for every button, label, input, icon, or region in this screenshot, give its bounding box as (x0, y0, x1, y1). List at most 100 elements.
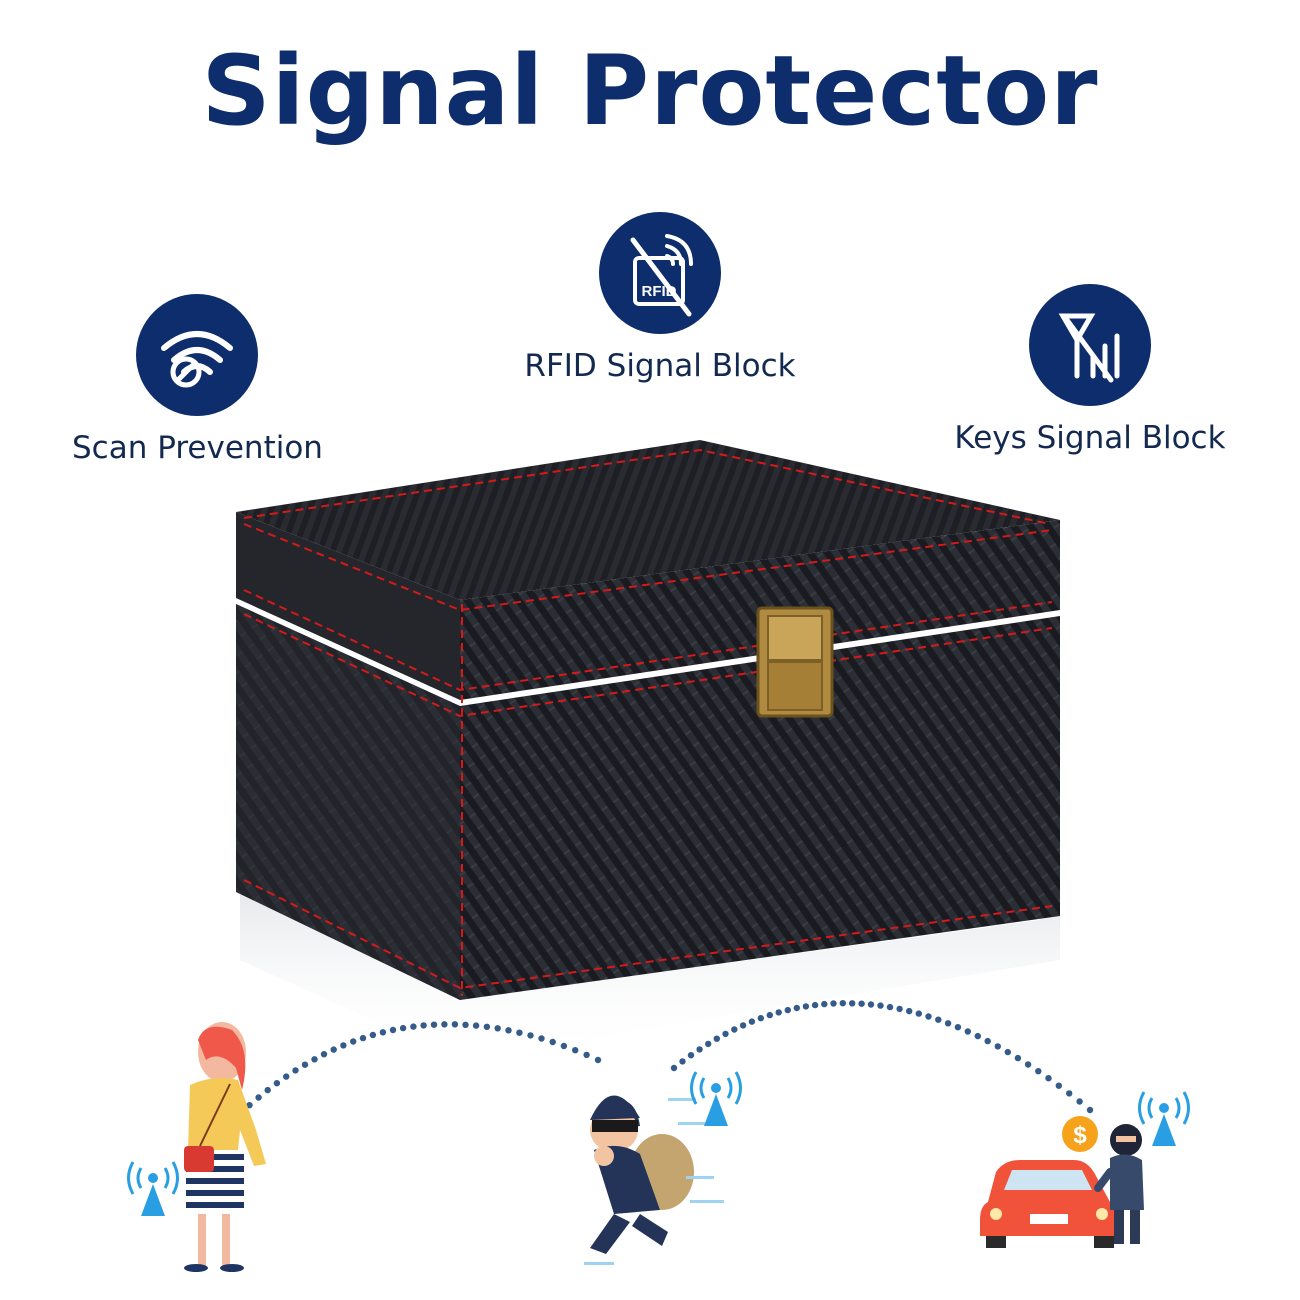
signal-path-dot (494, 1025, 501, 1032)
box-latch (756, 606, 834, 718)
signal-path-dot (793, 1004, 800, 1012)
signal-path-dot (379, 1029, 387, 1036)
signal-path-dot (283, 1073, 290, 1080)
signal-path-dot (811, 1001, 819, 1009)
signal-path-dot (821, 1000, 828, 1008)
signal-path-dot (1014, 1054, 1022, 1062)
signal-path-dot (1004, 1048, 1011, 1056)
feature-badge: RFID (599, 212, 721, 334)
signal-path-dot (696, 1046, 703, 1053)
signal-path-dot (858, 1000, 865, 1007)
signal-path-dot (830, 1000, 837, 1007)
signal-path-dot (430, 1021, 438, 1028)
signal-path-dot (748, 1018, 756, 1025)
signal-path-dot (925, 1013, 932, 1020)
signal-path-dot (954, 1023, 962, 1031)
signal-path-dot (687, 1052, 695, 1059)
signal-path-dot (560, 1042, 568, 1050)
signal-path-dot (1035, 1068, 1042, 1075)
signal-path-dot (1055, 1082, 1063, 1089)
signal-path-dot (527, 1032, 534, 1039)
signal-path-dot (1045, 1075, 1052, 1082)
signal-path-dot (538, 1035, 545, 1042)
feature-badge (1029, 284, 1151, 406)
signal-path-dot (451, 1021, 459, 1028)
signal-path-dot (935, 1016, 942, 1023)
signal-path-dot (877, 1002, 884, 1009)
coin-icon: $ (1062, 1116, 1098, 1152)
signal-path-dot (713, 1035, 720, 1042)
signal-path-dot (775, 1009, 782, 1016)
signal-icon (127, 1161, 179, 1216)
signal-path-dot (849, 1000, 856, 1007)
car-figure (980, 1160, 1118, 1248)
box-lid-top (236, 440, 1060, 600)
signal-path-dot (301, 1061, 309, 1068)
signal-path-dot (784, 1006, 791, 1014)
signal-path-dot (311, 1056, 318, 1063)
signal-path-dot (670, 1064, 678, 1072)
signal-path-dot (1076, 1098, 1083, 1105)
signal-icon (1138, 1091, 1190, 1146)
signal-path-dot (472, 1022, 480, 1029)
signal-path-dot (264, 1086, 271, 1094)
signal-path-dot (944, 1020, 952, 1027)
signal-path-dot (350, 1038, 357, 1045)
feature-label: Keys Signal Block (954, 420, 1226, 456)
signal-path-dot (594, 1056, 602, 1064)
signal-path-dot (340, 1042, 347, 1049)
coin-symbol: $ (1073, 1122, 1087, 1149)
signal-path-dots (210, 1000, 1094, 1144)
rfid-blocked-icon: RFID (630, 234, 693, 317)
feature-label: RFID Signal Block (524, 348, 796, 384)
signal-path-dot (722, 1030, 729, 1038)
signal-path-dot (505, 1027, 512, 1034)
signal-path-dot (731, 1026, 738, 1033)
signal-path-dot (572, 1047, 579, 1054)
signal-path-dot (984, 1037, 991, 1045)
signal-path-dot (292, 1067, 299, 1074)
signal-path-dot (410, 1023, 417, 1030)
signal-path-dot (255, 1094, 262, 1101)
signal-path-dot (1086, 1106, 1094, 1114)
signal-path-dot (974, 1032, 981, 1040)
signal-path-dot (320, 1051, 328, 1058)
feature-label: Scan Prevention (72, 430, 323, 466)
woman-figure (184, 1022, 266, 1272)
antenna-blocked-icon (1058, 313, 1120, 383)
signal-path-dot (679, 1058, 686, 1065)
signal-path-dot (906, 1007, 913, 1015)
signal-path-dot (867, 1001, 875, 1008)
page-title: Signal Protector (201, 35, 1099, 147)
car-thief-figure (1094, 1124, 1144, 1244)
signal-path-dot (757, 1015, 764, 1022)
signal-path-dot (273, 1080, 281, 1087)
box-reflection (240, 860, 1060, 1060)
signal-path-dot (549, 1038, 556, 1046)
signal-path-dot (705, 1040, 712, 1048)
signal-path-dot (462, 1021, 469, 1028)
signal-path-dot (441, 1021, 448, 1028)
signal-path-dot (839, 1000, 846, 1007)
signal-path-dot (896, 1005, 903, 1013)
box-lid-side (236, 512, 460, 700)
feature-scan-prevention: Scan Prevention (72, 294, 323, 466)
signal-path-dot (802, 1003, 810, 1010)
signal-path-dot (399, 1024, 407, 1032)
signal-path-dot (389, 1026, 397, 1034)
feature-badge (136, 294, 258, 416)
signal-path-dot (583, 1051, 590, 1059)
signal-path-dot (915, 1010, 922, 1017)
signal-path-dot (369, 1031, 377, 1039)
running-thief-figure (584, 1095, 724, 1265)
box-stitching (243, 448, 1053, 996)
signal-path-dot (994, 1043, 1001, 1050)
signal-path-dot (1066, 1090, 1073, 1097)
wifi-blocked-icon (161, 331, 233, 388)
signal-path-dot (420, 1022, 427, 1029)
signal-path-dot (1024, 1061, 1032, 1068)
signal-path-dot (964, 1028, 971, 1035)
signal-path-dot (330, 1046, 337, 1053)
signal-icon (690, 1071, 742, 1126)
